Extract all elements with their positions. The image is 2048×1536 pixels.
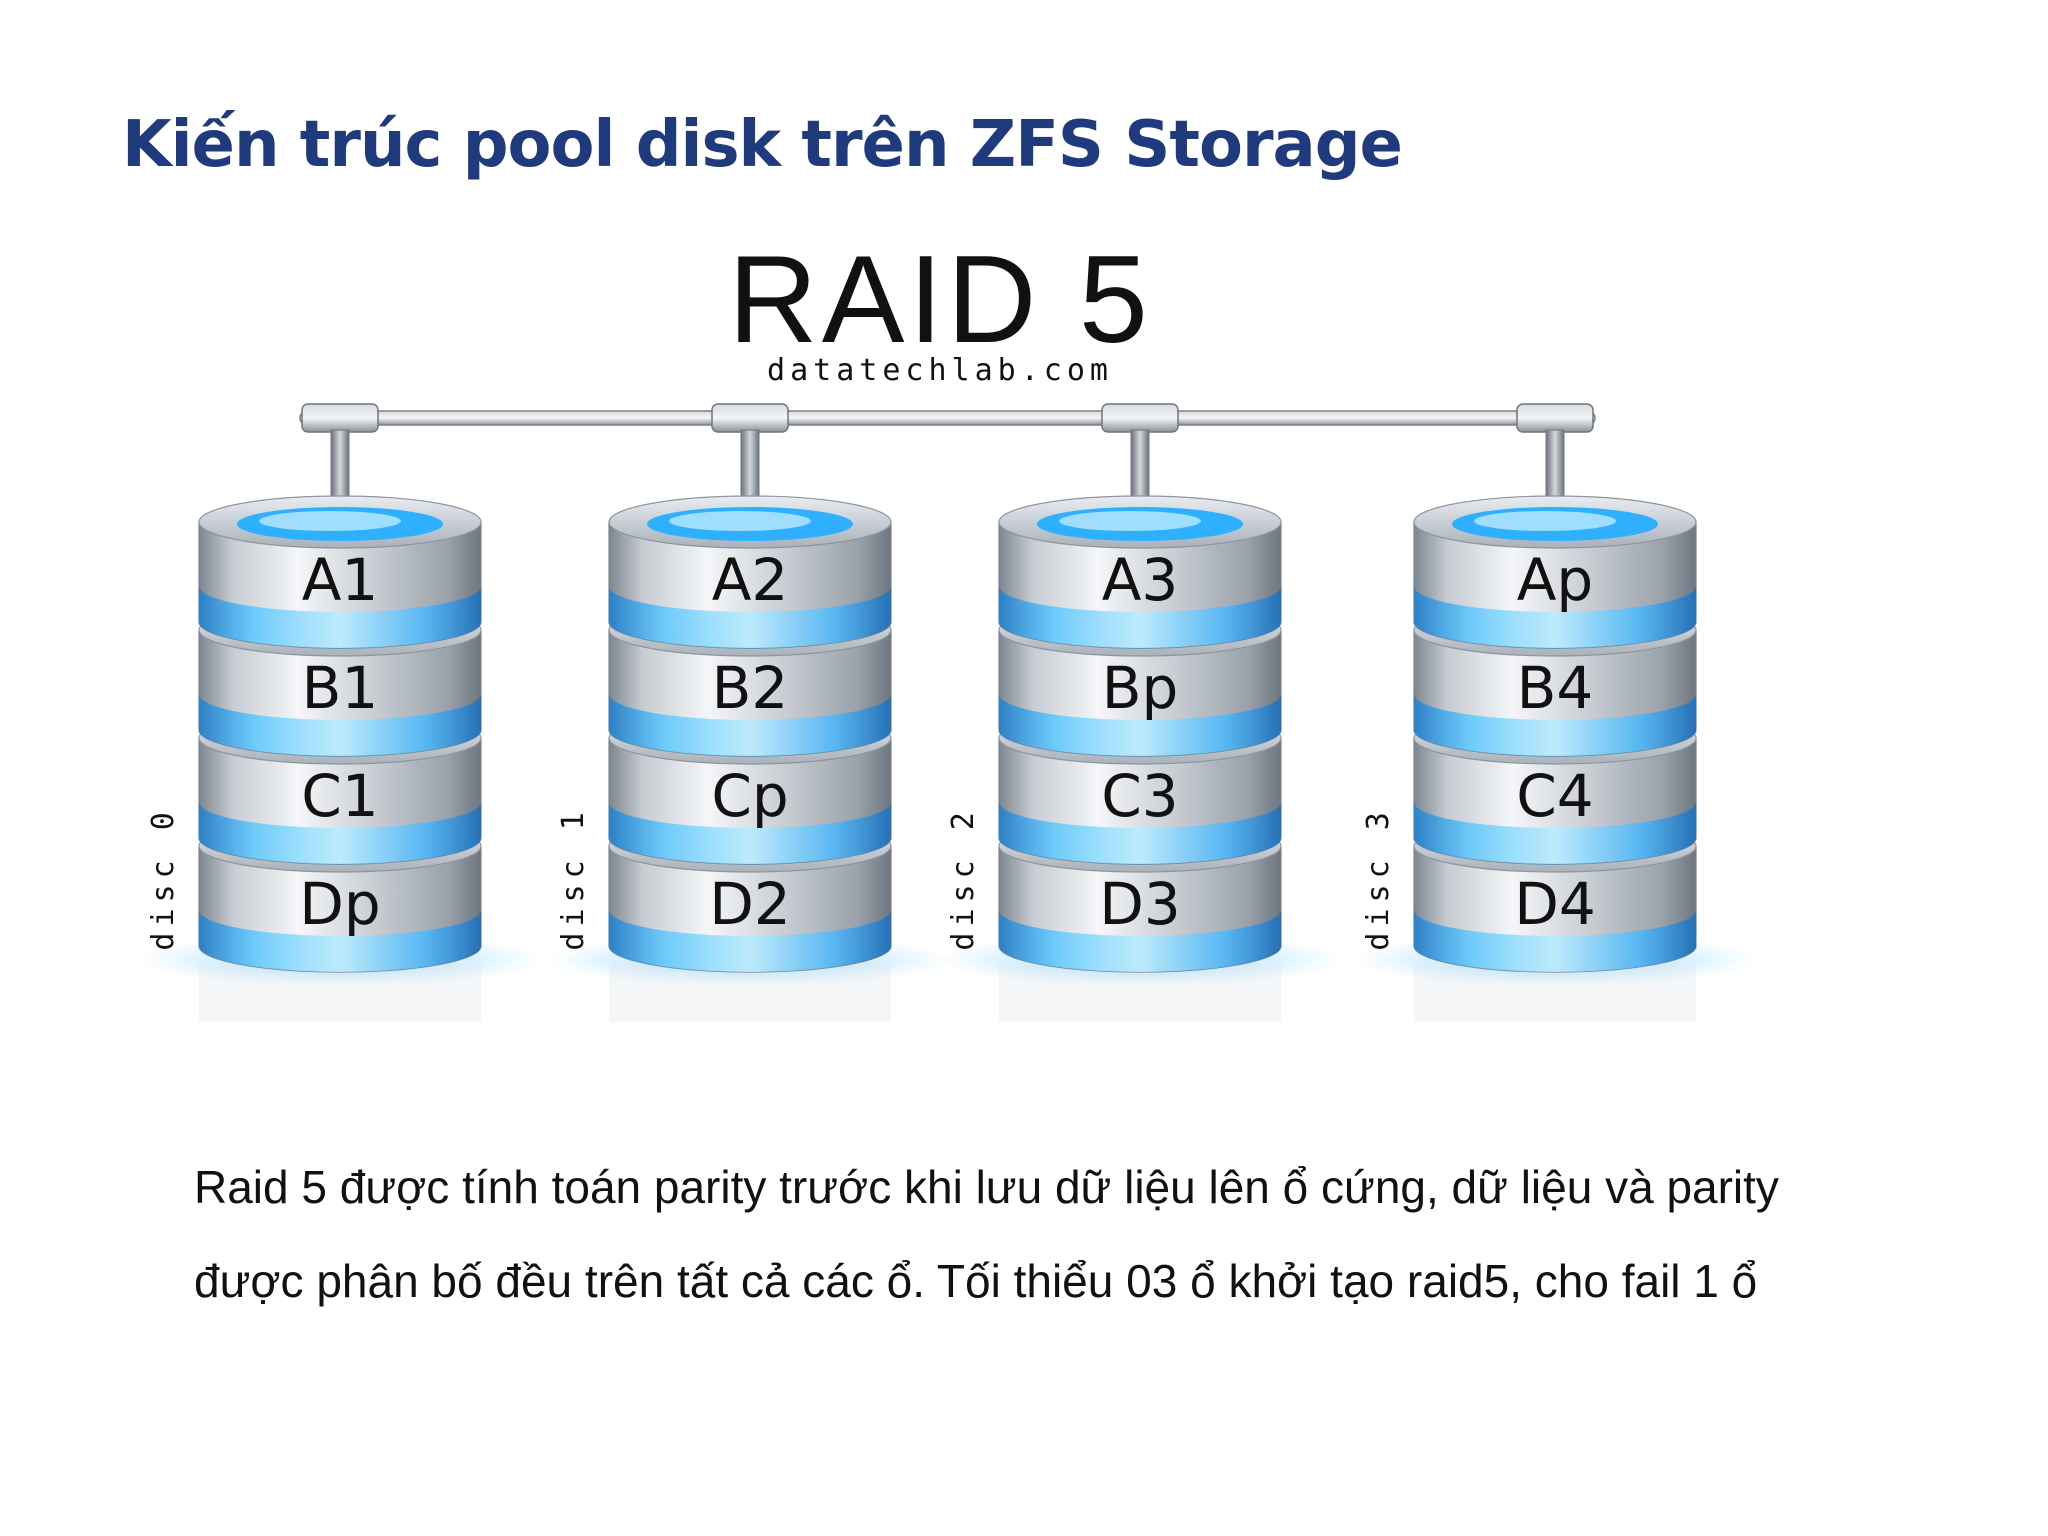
disk-block-label: A3 <box>1102 546 1179 614</box>
disk-stack-3: D4 C4 B4 Ap disc 3 <box>1354 495 1756 1022</box>
disk-stack-1: D2 Cp B2 A2 disc 1 <box>549 495 951 1022</box>
disk-block: A2 <box>608 495 892 649</box>
bus-connector-1 <box>711 403 789 433</box>
connection-bus <box>299 403 1596 527</box>
disk-block-label: Cp <box>711 762 788 830</box>
disk-block-label: D4 <box>1514 870 1596 938</box>
disk-block-label: B1 <box>302 654 379 722</box>
bus-connector-2 <box>1101 403 1179 433</box>
disk-block-label: Dp <box>299 870 380 938</box>
disk-label: disc 2 <box>946 806 981 950</box>
watermark-text: datatechlab.com <box>767 353 1113 388</box>
disk-label: disc 3 <box>1361 806 1396 950</box>
disk-block: A3 <box>998 495 1282 649</box>
disk-block: Ap <box>1413 495 1697 649</box>
disk-block-label: B2 <box>712 654 789 722</box>
caption-line-1: Raid 5 được tính toán parity trước khi l… <box>194 1161 1779 1213</box>
caption-line-2: được phân bố đều trên tất cả các ổ. Tối … <box>194 1255 1758 1307</box>
disk-block-label: Bp <box>1102 654 1179 722</box>
raid5-diagram: RAID 5 datatechlab.com Dp C1 B1 A1 disc 0 D2 C… <box>120 230 1800 1070</box>
disk-label: disc 0 <box>146 806 181 950</box>
slide-title: Kiến trúc pool disk trên ZFS Storage <box>122 108 1403 182</box>
disk-label: disc 1 <box>556 806 591 950</box>
disk-block: A1 <box>198 495 482 649</box>
disk-block-label: C1 <box>301 762 378 830</box>
disk-block-label: D2 <box>709 870 791 938</box>
disk-block-label: A2 <box>712 546 789 614</box>
raid-heading: RAID 5 <box>728 231 1152 369</box>
disk-block-label: D3 <box>1099 870 1181 938</box>
disk-block-label: C3 <box>1101 762 1178 830</box>
disk-block-label: A1 <box>302 546 379 614</box>
disk-array: Dp C1 B1 A1 disc 0 D2 Cp B2 A2 disc 1 D3 C3 Bp A3 disc… <box>139 495 1756 1022</box>
bus-bar <box>299 410 1596 426</box>
disk-stack-2: D3 C3 Bp A3 disc 2 <box>939 495 1341 1022</box>
bus-connector-3 <box>1516 403 1594 433</box>
bus-connector-0 <box>301 403 379 433</box>
disk-block-label: B4 <box>1517 654 1594 722</box>
disk-stack-0: Dp C1 B1 A1 disc 0 <box>139 495 541 1022</box>
disk-block-label: C4 <box>1516 762 1593 830</box>
disk-block-label: Ap <box>1517 546 1594 614</box>
caption: Raid 5 được tính toán parity trước khi l… <box>194 1140 1994 1328</box>
